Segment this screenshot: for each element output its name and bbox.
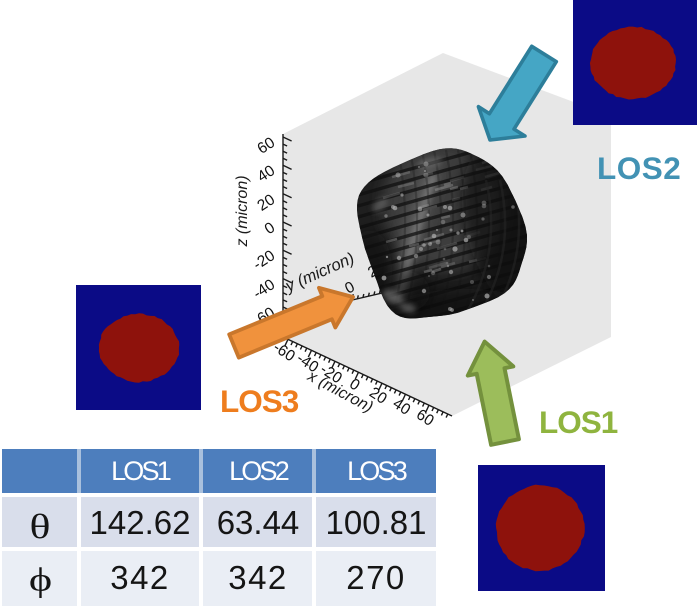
svg-text:LOS1: LOS1 xyxy=(111,456,171,486)
svg-text:100.81: 100.81 xyxy=(326,504,427,541)
svg-text:LOS3: LOS3 xyxy=(220,383,299,419)
svg-text:LOS3: LOS3 xyxy=(347,456,407,486)
svg-text:20: 20 xyxy=(254,191,278,215)
svg-text:LOS2: LOS2 xyxy=(597,150,681,186)
svg-text:θ: θ xyxy=(30,507,51,546)
svg-text:342: 342 xyxy=(110,559,170,596)
svg-text:LOS2: LOS2 xyxy=(229,456,289,486)
svg-text:342: 342 xyxy=(228,559,288,596)
svg-text:63.44: 63.44 xyxy=(217,504,300,541)
svg-text:20: 20 xyxy=(366,384,390,408)
svg-text:ϕ: ϕ xyxy=(29,561,52,599)
svg-text:40: 40 xyxy=(390,395,414,419)
svg-text:142.62: 142.62 xyxy=(90,504,191,541)
svg-text:LOS1: LOS1 xyxy=(539,404,618,440)
svg-text:60: 60 xyxy=(413,406,437,430)
svg-text:270: 270 xyxy=(346,559,406,596)
svg-text:z (micron): z (micron) xyxy=(234,175,251,247)
svg-text:40: 40 xyxy=(254,162,278,186)
svg-text:60: 60 xyxy=(254,134,278,158)
